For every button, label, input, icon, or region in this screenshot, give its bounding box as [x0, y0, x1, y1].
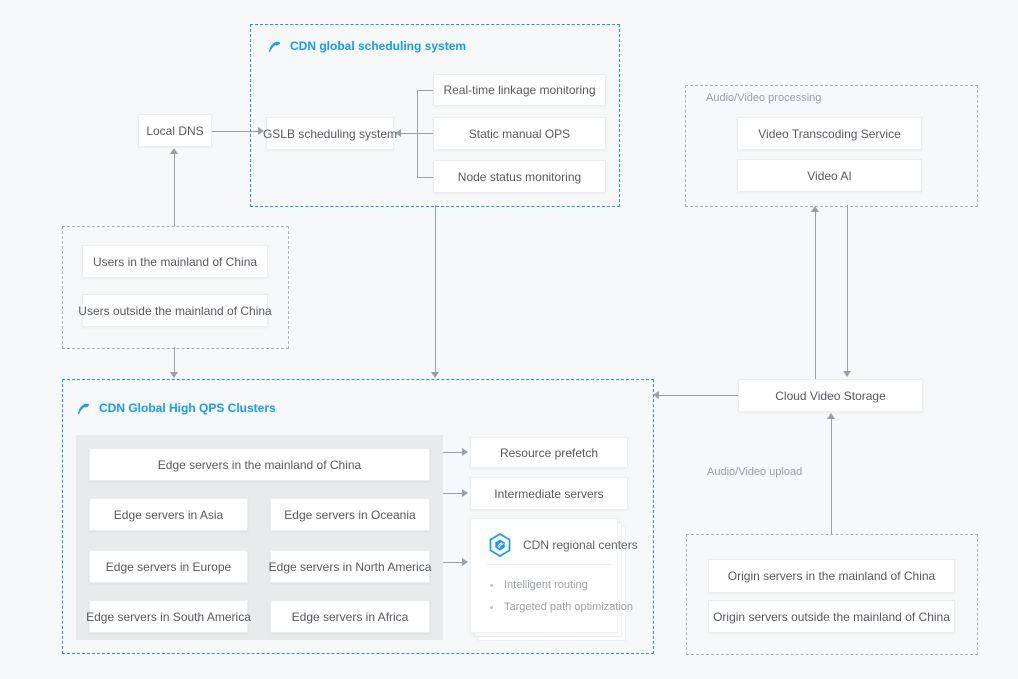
node-video-ai: Video AI [737, 159, 922, 192]
regional-centers-title: CDN regional centers [523, 538, 638, 552]
arrowhead-origin-to-storage [827, 413, 835, 419]
arrowhead-storage-to-processing [811, 206, 819, 212]
node-edge-europe: Edge servers in Europe [89, 550, 248, 583]
line-origin-to-storage [831, 419, 832, 534]
line-storage-to-clusters [659, 395, 738, 396]
bullet-text: Targeted path optimization [504, 601, 634, 613]
node-origin-in-mainland-china: Origin servers in the mainland of China [708, 559, 955, 593]
node-edge-africa: Edge servers in Africa [270, 600, 430, 633]
line-monitor-top [417, 90, 433, 91]
node-node-status-monitoring: Node status monitoring [433, 160, 606, 193]
cdn-icon [268, 41, 281, 53]
line-panel-to-regional [443, 562, 463, 563]
clusters-group-title: CDN Global High QPS Clusters [77, 401, 276, 415]
regional-centers-card: CDN regional centers Intelligent routing… [470, 518, 638, 633]
node-edge-north-america: Edge servers in North America [269, 550, 431, 583]
node-static-manual-ops: Static manual OPS [433, 117, 606, 150]
arrowhead-panel-to-prefetch [462, 448, 468, 456]
line-localdns-to-gslb [212, 131, 259, 132]
cdn-hexagon-icon [489, 533, 511, 557]
audio-video-processing-label: Audio/Video processing [706, 92, 822, 104]
node-gslb-scheduling-system: GSLB scheduling system [263, 117, 397, 150]
node-users-outside-mainland-china: Users outside the mainland of China [78, 294, 272, 327]
line-scheduling-to-clusters [435, 205, 436, 372]
line-users-to-localdns [174, 154, 175, 226]
arrowhead-storage-to-clusters [653, 391, 659, 399]
group-users [62, 226, 289, 349]
group-origin-servers [686, 534, 978, 655]
line-panel-to-intermediate [443, 493, 463, 494]
bullet-dot [490, 605, 493, 609]
arrowhead-processing-to-storage [843, 371, 851, 377]
node-origin-outside-mainland-china: Origin servers outside the mainland of C… [708, 600, 955, 633]
line-monitor-bottom [417, 177, 433, 178]
arrowhead-users-to-localdns [170, 148, 178, 154]
arrowhead-monitors-to-gslb [395, 129, 401, 137]
regional-bullet-targeted-path: Targeted path optimization [490, 601, 633, 613]
node-realtime-linkage-monitoring: Real-time linkage monitoring [433, 74, 606, 106]
line-users-to-clusters [174, 347, 175, 373]
line-storage-to-processing [815, 212, 816, 379]
bullet-text: Intelligent routing [504, 579, 588, 591]
node-cloud-video-storage: Cloud Video Storage [738, 379, 923, 412]
node-resource-prefetch: Resource prefetch [470, 437, 628, 468]
arrowhead-users-to-clusters [170, 372, 178, 378]
node-users-in-mainland-china: Users in the mainland of China [82, 245, 268, 278]
clusters-group-title-text: CDN Global High QPS Clusters [99, 401, 276, 415]
line-monitor-middle-to-gslb [401, 133, 433, 134]
node-edge-oceania: Edge servers in Oceania [270, 498, 430, 531]
group-cdn-global-high-qps-clusters [62, 379, 654, 654]
scheduling-group-title: CDN global scheduling system [268, 39, 466, 53]
bullet-dot [490, 583, 493, 587]
regional-centers-divider [487, 564, 611, 565]
arrowhead-scheduling-to-clusters [431, 372, 439, 378]
node-video-transcoding-service: Video Transcoding Service [737, 117, 922, 150]
regional-centers-header: CDN regional centers [487, 532, 638, 558]
line-panel-to-prefetch [443, 452, 463, 453]
cdn-icon [77, 403, 90, 415]
regional-bullet-intelligent-routing: Intelligent routing [490, 579, 588, 591]
node-local-dns: Local DNS [138, 114, 212, 147]
scheduling-group-title-text: CDN global scheduling system [290, 39, 467, 53]
node-edge-mainland-china: Edge servers in the mainland of China [89, 448, 430, 481]
arrowhead-panel-to-regional [462, 558, 468, 566]
line-processing-to-storage [847, 205, 848, 372]
node-intermediate-servers: Intermediate servers [470, 477, 628, 510]
group-audio-video-processing [685, 85, 978, 207]
node-edge-asia: Edge servers in Asia [89, 498, 248, 531]
node-edge-south-america: Edge servers in South America [86, 600, 251, 633]
arrowhead-panel-to-intermediate [462, 489, 468, 497]
audio-video-upload-label: Audio/Video upload [707, 466, 803, 478]
arrowhead-localdns-to-gslb [258, 127, 264, 135]
